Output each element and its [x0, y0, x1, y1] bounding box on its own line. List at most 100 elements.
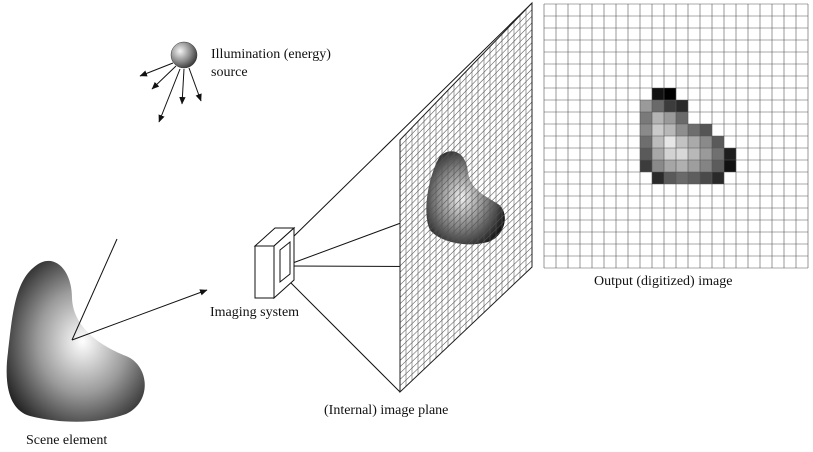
image-plane-grid — [399, 2, 533, 393]
digitized-pixel — [652, 136, 664, 148]
image-plane-grid-line — [399, 207, 533, 336]
image-plane-grid-line — [399, 233, 533, 361]
image-plane-grid-line — [399, 49, 533, 185]
digitized-pixel — [688, 136, 700, 148]
image-plane-grid-line — [399, 95, 533, 229]
image-plane-grid-line — [399, 22, 533, 160]
light-ray — [151, 65, 177, 90]
digitized-pixel — [676, 160, 688, 172]
light-rays — [139, 62, 202, 123]
image-plane-grid-line — [399, 134, 533, 267]
digitized-pixel — [652, 148, 664, 160]
image-plane-grid-line — [399, 16, 533, 153]
digitized-pixel — [712, 148, 724, 160]
image-plane-grid-line — [399, 75, 533, 210]
output-image-label: Output (digitized) image — [594, 274, 732, 289]
image-plane-grid-line — [399, 154, 533, 286]
output-image — [543, 3, 809, 269]
image-plane-grid-line — [399, 148, 533, 279]
illumination-label-line2: source — [211, 65, 248, 80]
digitized-pixel — [664, 148, 676, 160]
image-plane-grid-line — [399, 194, 533, 323]
image-plane-grid-line — [399, 55, 533, 191]
image-plane-grid-line — [399, 128, 533, 260]
light-ray — [139, 62, 174, 77]
digitized-pixel — [640, 124, 652, 136]
imaging-box-front — [254, 245, 275, 299]
image-plane-grid-line — [399, 108, 533, 241]
imaging-box-lens — [279, 240, 291, 284]
imaging-system-label: Imaging system — [210, 305, 299, 320]
digitized-pixel — [664, 112, 676, 124]
digitized-pixel — [664, 172, 676, 184]
digitized-pixel — [652, 100, 664, 112]
light-ray — [179, 68, 186, 105]
image-plane-grid-line — [399, 200, 533, 330]
image-plane-label: (Internal) image plane — [324, 403, 448, 418]
digitized-pixel — [700, 124, 712, 136]
digitized-pixel — [664, 88, 676, 100]
scene-reflection-line — [71, 238, 118, 341]
light-ray — [158, 68, 181, 123]
image-plane — [399, 1, 533, 394]
scene-element — [6, 238, 208, 422]
digitized-pixel — [640, 148, 652, 160]
image-plane-grid-line — [399, 42, 533, 178]
image-plane-grid-line — [399, 115, 533, 248]
illumination-label-line1: Illumination (energy) — [211, 47, 331, 62]
image-plane-grid-line — [399, 181, 533, 311]
projected-object — [426, 151, 505, 245]
digitized-pixel — [688, 148, 700, 160]
digitized-pixel — [664, 160, 676, 172]
image-plane-grid-line — [399, 82, 533, 216]
image-plane-grid-line — [399, 174, 533, 304]
digitized-pixel — [688, 124, 700, 136]
digitized-pixel — [724, 148, 736, 160]
image-plane-grid-line — [399, 227, 533, 355]
scene-to-imaging-arrow — [71, 289, 208, 341]
digitized-pixel — [688, 172, 700, 184]
image-plane-grid-line — [399, 167, 533, 298]
projection-line-top — [289, 2, 533, 241]
digitized-pixel — [664, 124, 676, 136]
image-plane-grid-line — [399, 141, 533, 273]
digitized-pixel — [676, 100, 688, 112]
digitized-pixel — [700, 148, 712, 160]
digitized-pixel — [640, 100, 652, 112]
image-plane-grid-line — [399, 88, 533, 223]
digitized-pixel — [700, 136, 712, 148]
image-plane-border — [399, 1, 533, 394]
digitized-pixel — [676, 148, 688, 160]
digitized-pixel — [688, 160, 700, 172]
image-plane-grid-line — [399, 29, 533, 166]
digitized-pixel — [712, 172, 724, 184]
image-plane-grid-line — [399, 62, 533, 197]
digitized-object — [640, 88, 736, 184]
image-plane-grid-line — [399, 35, 533, 172]
light-ray — [188, 67, 202, 102]
digitized-pixel — [652, 124, 664, 136]
illumination-source — [139, 41, 202, 123]
output-image-grid — [543, 3, 809, 269]
image-plane-grid-line — [399, 220, 533, 349]
digitized-pixel — [652, 172, 664, 184]
digitized-pixel — [676, 124, 688, 136]
imaging-system — [253, 226, 296, 300]
digitized-pixel — [640, 112, 652, 124]
digitized-pixel — [640, 160, 652, 172]
image-plane-grid-line — [399, 68, 533, 204]
digitized-pixel — [664, 100, 676, 112]
digitized-pixel — [664, 136, 676, 148]
digitized-pixel — [652, 88, 664, 100]
digitized-pixel — [676, 172, 688, 184]
scene-element-label: Scene element — [26, 433, 107, 448]
image-plane-grid-line — [399, 101, 533, 235]
projection-line-bottom — [289, 281, 401, 393]
digitized-pixel — [712, 136, 724, 148]
image-plane-grid-line — [399, 121, 533, 254]
image-plane-grid-line — [399, 161, 533, 292]
digitized-pixel — [676, 112, 688, 124]
image-plane-grid-line — [399, 187, 533, 317]
image-plane-grid-line — [399, 240, 533, 367]
